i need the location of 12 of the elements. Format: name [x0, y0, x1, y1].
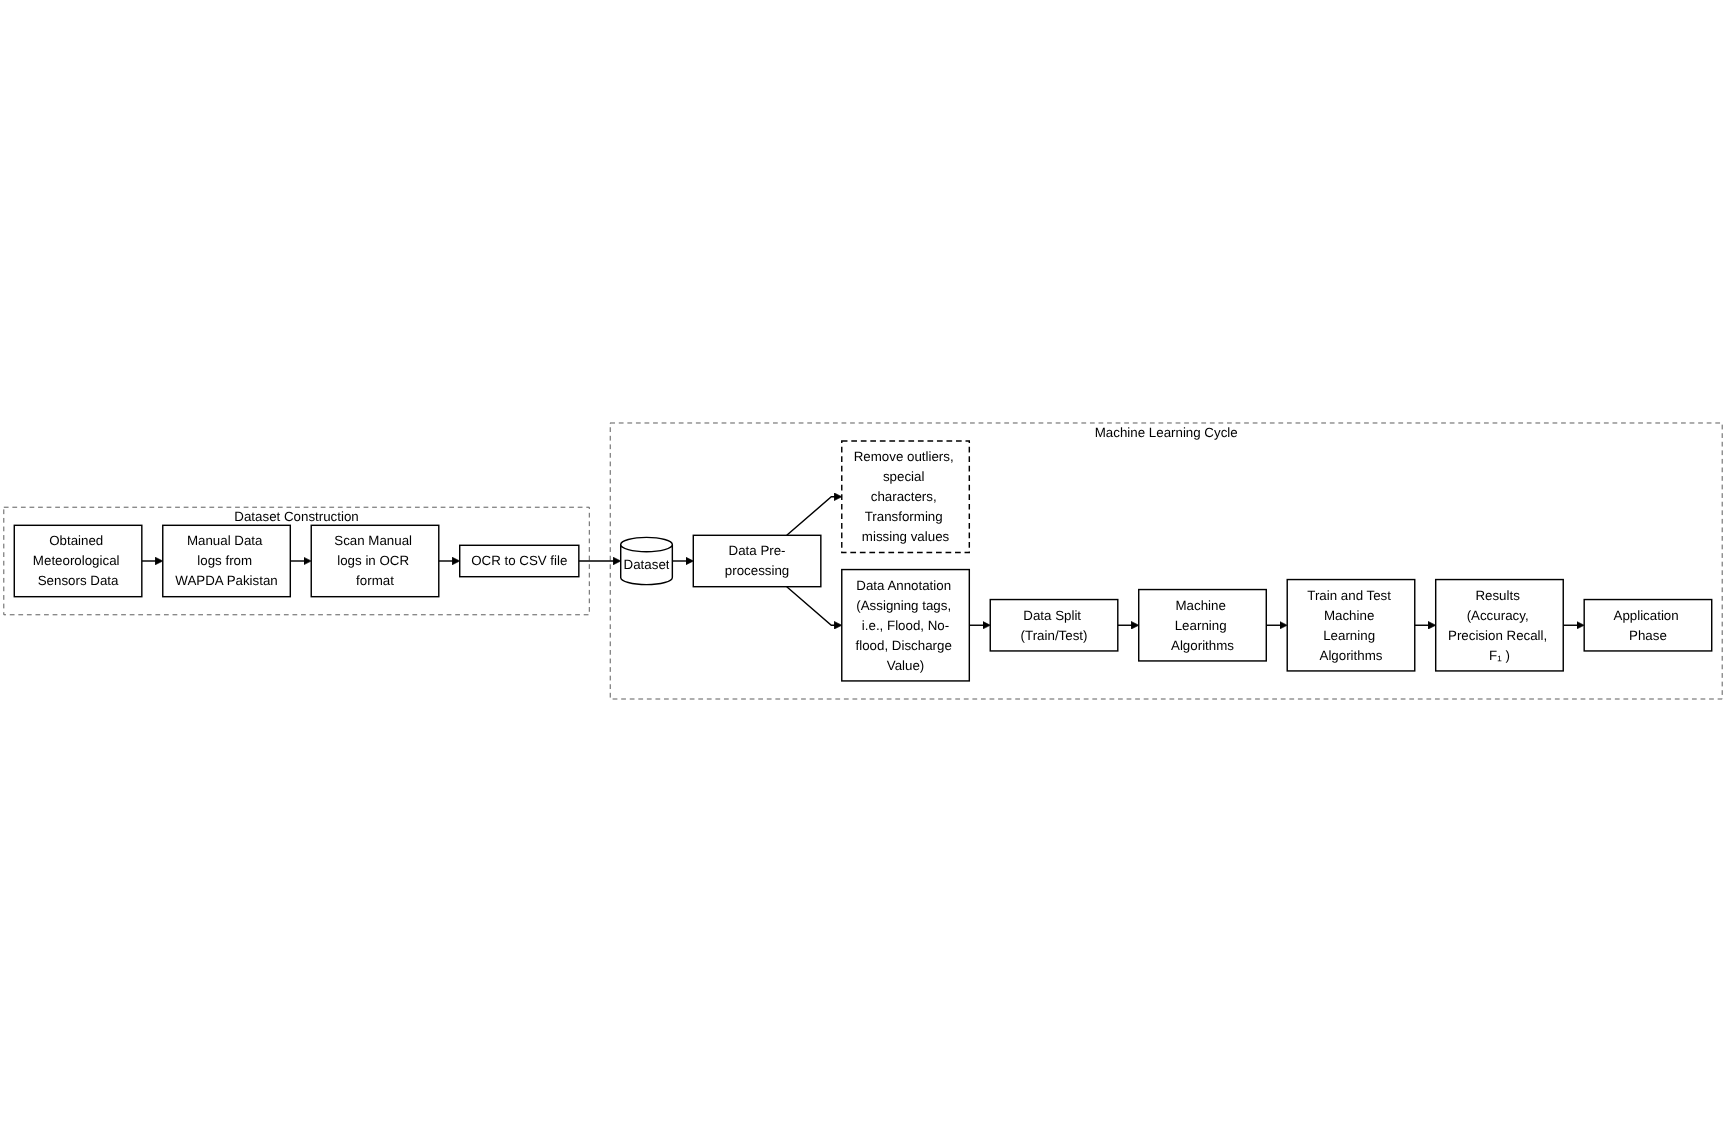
- arrow: [1414, 621, 1437, 630]
- arrow: [671, 556, 694, 566]
- arrow: [1562, 621, 1585, 630]
- arrow: [438, 556, 461, 566]
- arrow: [786, 586, 843, 630]
- arrow: [289, 556, 312, 566]
- arrow: [1265, 621, 1288, 630]
- arrow: [1117, 621, 1140, 630]
- arrow: [578, 556, 622, 566]
- arrow: [141, 556, 164, 566]
- arrow: [968, 621, 991, 630]
- arrow: [786, 492, 843, 536]
